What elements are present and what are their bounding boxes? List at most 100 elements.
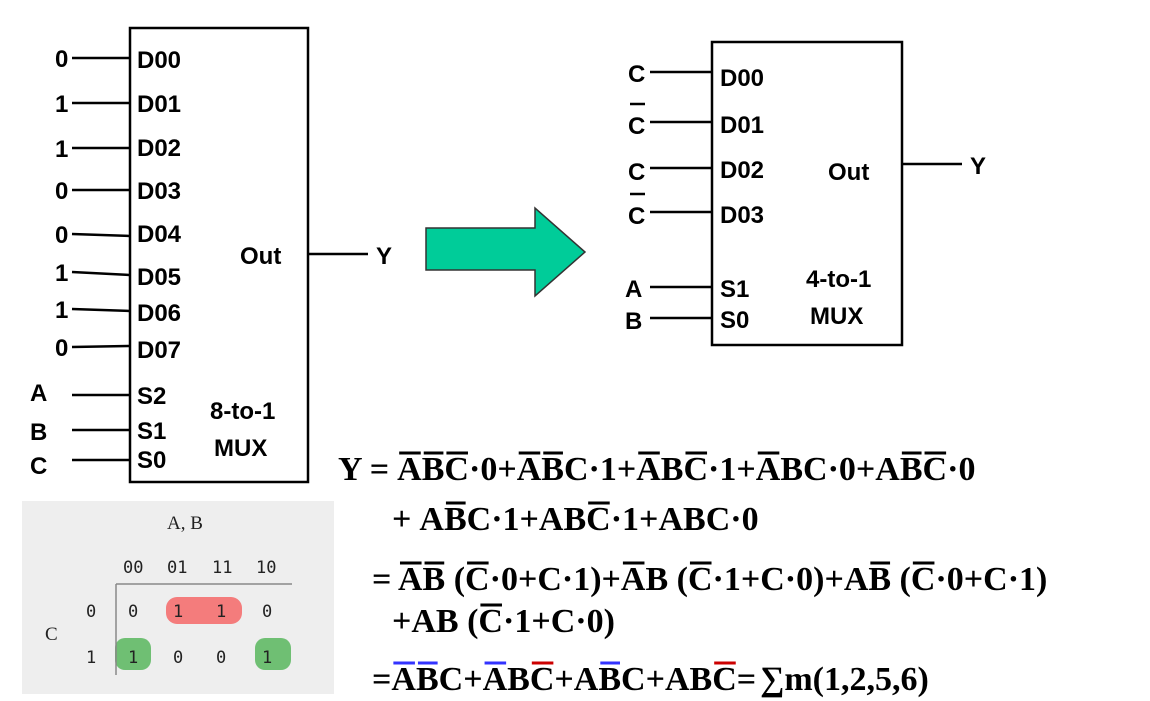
kmap-cell: 1: [262, 648, 272, 668]
eq-plus: +: [554, 661, 573, 698]
mux4-input-value: C: [628, 113, 645, 140]
eq-variable: A: [658, 501, 683, 538]
mux8-wire-d07: [71, 344, 131, 349]
eq-minterm-variable: C: [712, 661, 737, 698]
eq-minterm-variable: B: [416, 661, 439, 698]
eq-variable: B: [541, 451, 564, 488]
equation-line-4: +AB (C·1+C·0): [392, 603, 615, 640]
eq-minterm-variable: C: [621, 661, 646, 698]
kmap-row-label: 0: [86, 602, 96, 622]
eq-line3-text: = AB (C·0+C·1)+AB (C·1+C·0)+AB (C·0+C·1): [372, 561, 1047, 598]
mux8-input-value: 1: [55, 297, 68, 324]
mux8-input-value: 1: [55, 136, 68, 163]
transform-arrow: [425, 206, 587, 298]
kmap-row-label: 1: [86, 648, 96, 668]
mux8-pin-label: D06: [137, 300, 181, 327]
mux8-title: MUX: [214, 435, 267, 462]
eq-minterm-variable: C: [530, 661, 555, 698]
kmap-col-label: 01: [167, 558, 187, 578]
mux8-select-pin: S2: [137, 383, 166, 410]
mux8-title: 8-to-1: [210, 398, 275, 425]
mux4-out-label: Out: [828, 159, 869, 186]
mux8: 0 1 1 0 0 1 1 0 D00 D01 D02 D03 D04 D05 …: [30, 26, 392, 484]
kmap-group-red: [166, 597, 242, 624]
mux4-title: MUX: [810, 303, 863, 330]
eq-variable: C: [586, 501, 611, 538]
mux8-out-label: Out: [240, 243, 281, 270]
eq-prefix: Y =: [338, 451, 389, 488]
eq-minterm-variable: A: [665, 661, 690, 698]
mux8-pin-label: D00: [137, 47, 181, 74]
mux8-input-value: 0: [55, 335, 68, 362]
kmap-group-green: [255, 638, 291, 670]
mux8-wire-d04: [71, 232, 131, 238]
mux4-pin-label: D00: [720, 65, 764, 92]
eq-variable: B: [422, 451, 445, 488]
eq-plus: +: [463, 661, 482, 698]
eq-minterm-variable: B: [507, 661, 530, 698]
mux4-input-value: C: [628, 159, 645, 186]
mux8-select-signal: B: [30, 419, 47, 446]
eq-line4-text: +AB (C·1+C·0): [392, 603, 615, 640]
eq-variable: B: [683, 501, 706, 538]
eq-minterm-variable: A: [483, 661, 508, 698]
eq-coefficient: ·0+: [469, 451, 517, 488]
eq-variable: B: [563, 501, 586, 538]
mux8-input-value: 1: [55, 91, 68, 118]
kmap-cell: 0: [216, 648, 226, 668]
eq-equals: =: [737, 661, 756, 698]
eq-minterm-variable: A: [574, 661, 599, 698]
mux4-select-pin: S1: [720, 276, 749, 303]
kmap-cell: 0: [262, 602, 272, 622]
kmap-cell: 1: [128, 648, 138, 668]
eq-coefficient: ·1+: [708, 451, 756, 488]
mux8-select-pin: S1: [137, 418, 166, 445]
mux8-wire-d06: [71, 307, 131, 313]
eq-prefix: +: [392, 501, 411, 538]
kmap-cell: 1: [173, 602, 183, 622]
eq-variable: B: [661, 451, 684, 488]
eq-minterm-variable: B: [690, 661, 713, 698]
mux4-pin-label: D01: [720, 112, 764, 139]
eq-variable: A: [636, 451, 661, 488]
eq-coefficient: ·1+: [589, 451, 637, 488]
eq-variable: C: [683, 451, 708, 488]
mux4-pin-label: D03: [720, 202, 764, 229]
eq-minterm-sum: ∑m(1,2,5,6): [760, 661, 929, 698]
mux8-select-pin: S0: [137, 447, 166, 474]
eq-coefficient: ·0: [947, 451, 975, 488]
kmap-group-green: [115, 638, 151, 670]
eq-minterm-variable: B: [598, 661, 621, 698]
mux8-pin-label: D07: [137, 337, 181, 364]
eq-variable: A: [397, 451, 422, 488]
mux4-pin-label: D02: [720, 157, 764, 184]
eq-variable: C: [564, 451, 589, 488]
kmap-cell: 1: [216, 602, 226, 622]
mux8-pin-label: D01: [137, 91, 181, 118]
eq-variable: A: [419, 501, 444, 538]
mux8-input-value: 1: [55, 260, 68, 287]
mux4: C C C C D00 D01 D02 D03 S1 S0 A B Out Y …: [625, 40, 986, 347]
eq-minterm-variable: A: [391, 661, 416, 698]
eq-variable: C: [467, 501, 492, 538]
mux8-input-value: 0: [55, 222, 68, 249]
mux8-input-value: 0: [55, 178, 68, 205]
eq-variable: B: [780, 451, 803, 488]
mux8-select-signal: A: [30, 380, 47, 407]
eq-variable: C: [444, 451, 469, 488]
mux4-select-signal: A: [625, 276, 642, 303]
kmap-col-label: 00: [123, 558, 143, 578]
eq-coefficient: ·1+: [491, 501, 539, 538]
kmap-cell: 0: [128, 602, 138, 622]
eq-coefficient: ·0: [730, 501, 758, 538]
mux8-output-signal: Y: [376, 243, 392, 270]
mux8-box: [128, 26, 310, 484]
kmap-row-var: C: [45, 624, 58, 645]
mux4-input-value: C: [628, 61, 645, 88]
eq-variable: C: [803, 451, 828, 488]
